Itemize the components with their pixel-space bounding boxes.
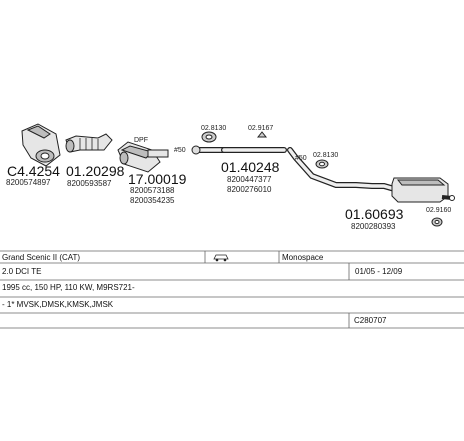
dpf-label: DPF bbox=[134, 137, 148, 144]
diameter-label: #50 bbox=[174, 147, 186, 154]
clamp-code: 02.9160 bbox=[426, 207, 451, 214]
variant-codes: - 1* MVSK,DMSK,KMSK,JMSK bbox=[2, 300, 114, 309]
vehicle-note: Monospace bbox=[282, 253, 324, 262]
clamp-drawing bbox=[315, 159, 443, 227]
part-oem-number: 8200447377 bbox=[227, 175, 272, 184]
part-oem-number: 8200276010 bbox=[227, 185, 272, 194]
kit-number: C280707 bbox=[354, 316, 387, 325]
clamp-code: 02.8130 bbox=[313, 152, 338, 159]
diameter-label: #50 bbox=[295, 155, 307, 162]
part-code: 01.40248 bbox=[221, 159, 280, 175]
model-name: Grand Scenic II (CAT) bbox=[2, 253, 80, 262]
rear-silencer-drawing bbox=[287, 147, 455, 203]
part-code: 01.60693 bbox=[345, 206, 404, 222]
particulate-filter-drawing bbox=[117, 141, 169, 173]
clamp-code: 02.8130 bbox=[201, 125, 226, 132]
part-oem-number: 8200354235 bbox=[130, 196, 175, 205]
engine-label: 2.0 DCI TE bbox=[2, 267, 41, 276]
part-code: C4.4254 bbox=[7, 163, 60, 179]
middle-pipe-drawing bbox=[191, 145, 287, 155]
flex-pipe-drawing bbox=[65, 133, 113, 153]
part-oem-number: 8200593587 bbox=[67, 179, 112, 188]
catalytic-converter-drawing bbox=[21, 123, 61, 167]
clamp-code: 02.9167 bbox=[248, 125, 273, 132]
clamp-drawing bbox=[201, 131, 268, 143]
part-oem-number: 8200280393 bbox=[351, 222, 396, 231]
part-oem-number: 8200574897 bbox=[6, 178, 51, 187]
engine-specs: 1995 cc, 150 HP, 110 KW, M9RS721- bbox=[2, 283, 135, 292]
part-oem-number: 8200573188 bbox=[130, 186, 175, 195]
part-code: 17.00019 bbox=[128, 171, 187, 187]
part-code: 01.20298 bbox=[66, 163, 125, 179]
production-dates: 01/05 - 12/09 bbox=[355, 267, 403, 276]
application-table bbox=[0, 250, 464, 329]
car-icon bbox=[213, 254, 229, 262]
